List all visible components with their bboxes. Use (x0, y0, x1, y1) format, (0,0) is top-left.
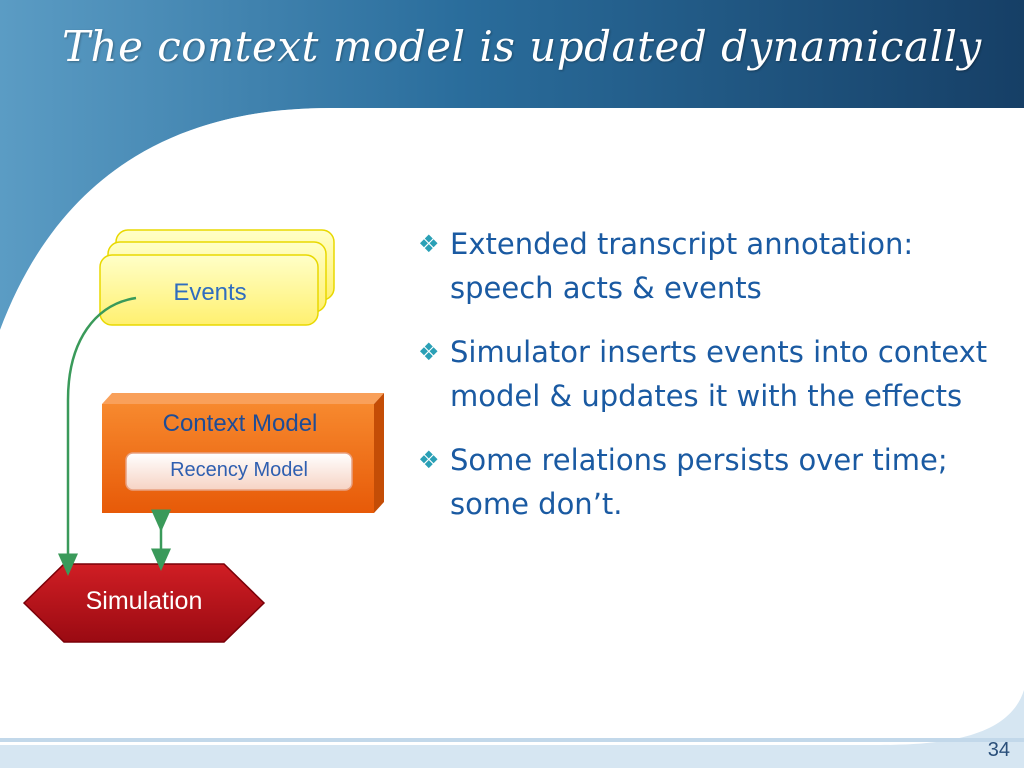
slide-title: The context model is updated dynamically (62, 22, 982, 71)
bullet-text: Extended transcript annotation: speech a… (450, 227, 914, 305)
events-label: Events (173, 279, 247, 306)
events-stack (99, 229, 335, 326)
page-number: 34 (987, 739, 1010, 761)
bullet-item: ❖ Simulator inserts events into context … (418, 330, 1008, 418)
recency-model-label: Recency Model (170, 459, 308, 481)
diamond-bullet-icon: ❖ (418, 230, 440, 258)
simulation-label: Simulation (85, 587, 203, 615)
diamond-bullet-icon: ❖ (418, 446, 440, 474)
bullet-item: ❖ Some relations persists over time; som… (418, 438, 1008, 526)
bullet-text: Some relations persists over time; some … (450, 443, 948, 521)
diamond-bullet-icon: ❖ (418, 338, 440, 366)
bullet-item: ❖ Extended transcript annotation: speech… (418, 222, 1008, 310)
recency-model-box (125, 452, 353, 491)
events-to-simulation-connector (58, 296, 137, 576)
bullet-text: Simulator inserts events into context mo… (450, 335, 988, 413)
bullet-list: ❖ Extended transcript annotation: speech… (418, 222, 1008, 546)
context-model-label: Context Model (162, 410, 318, 437)
